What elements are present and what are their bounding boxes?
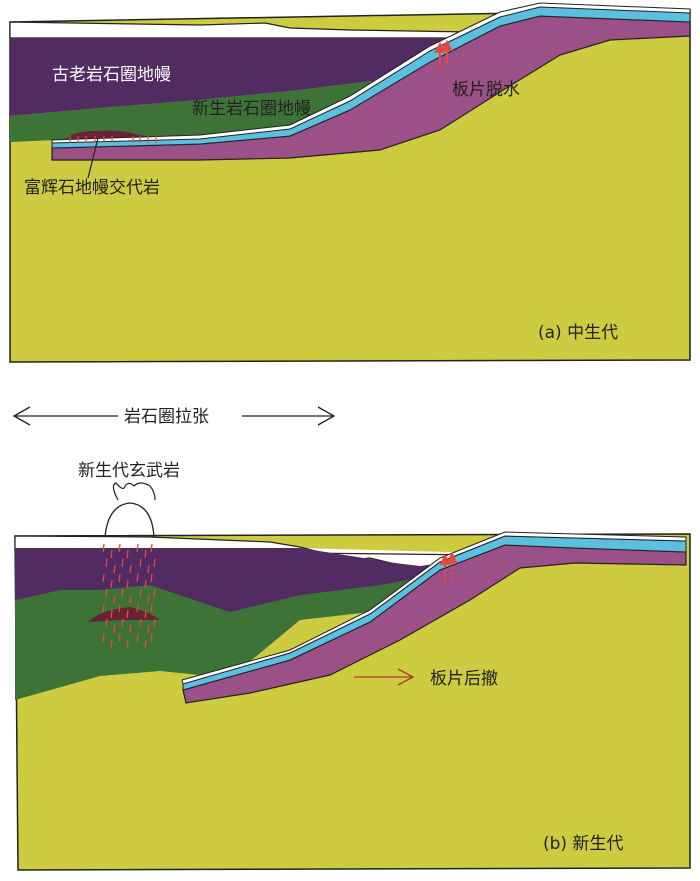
- new-lithosphere-a: [10, 40, 478, 142]
- melt-dash: [102, 603, 105, 613]
- melt-dash: [121, 558, 124, 568]
- melt-dash: [136, 543, 139, 553]
- melt-dash: [153, 588, 156, 598]
- melt-dash: [110, 579, 113, 589]
- melt-dash: [136, 633, 139, 643]
- metasomatite-label: 富辉石地幔交代岩: [24, 178, 160, 198]
- new-lithosphere-b-fix: [15, 555, 490, 652]
- old-mantle-label: 古老岩石圈地幔: [52, 65, 171, 85]
- melt-dash: [153, 558, 156, 568]
- melt-dash: [126, 579, 129, 589]
- slab-sediment-a: [51, 2, 691, 144]
- basalt-label: 新生代玄武岩: [78, 461, 180, 481]
- volcano-dome: [104, 502, 155, 538]
- slab-sediment-b: [181, 531, 687, 685]
- new-mantle-label: 新生岩石圈地幔: [192, 99, 311, 119]
- melt-dash: [129, 594, 132, 604]
- melt-dash: [139, 618, 142, 628]
- melt-dash: [150, 603, 153, 613]
- melt-dash: [126, 549, 129, 559]
- eruption-cloud: [112, 482, 156, 501]
- melt-dash: [121, 618, 124, 628]
- melt-dash: [110, 549, 113, 559]
- old-lithosphere-b-fix: [15, 548, 485, 612]
- extension-arrow: [12, 406, 336, 426]
- melt-dashes-b: [102, 543, 156, 649]
- melt-dash: [102, 573, 105, 583]
- melt-dash: [105, 588, 108, 598]
- melt-dash: [102, 543, 105, 553]
- melt-dash: [150, 573, 153, 583]
- old-lithosphere-a: [10, 38, 480, 116]
- melt-dash: [144, 609, 147, 619]
- melt-dash: [144, 579, 147, 589]
- caption-b: (b) 新生代: [543, 834, 623, 854]
- caption-a: (a) 中生代: [538, 323, 618, 343]
- metasomatite-b: [88, 607, 160, 622]
- melt-dash: [129, 624, 132, 634]
- melt-dash: [153, 618, 156, 628]
- dehydration-arrows: [434, 39, 453, 68]
- melt-dash: [118, 633, 121, 643]
- melt-dash: [136, 603, 139, 613]
- panel-a: 古老岩石圈地幔 新生岩石圈地幔 板片脱水 富辉石地幔交代岩 (a) 中生代: [9, 2, 691, 363]
- melt-dash: [118, 603, 121, 613]
- dehydration-arrows-b: [439, 551, 458, 582]
- rollback-label: 板片后撤: [430, 669, 498, 689]
- melt-dash: [121, 588, 124, 598]
- melt-dash: [144, 549, 147, 559]
- melt-dash: [118, 543, 121, 553]
- melt-dash: [144, 639, 147, 649]
- melt-dash: [105, 618, 108, 628]
- melt-dash: [150, 633, 153, 643]
- melt-dash: [136, 573, 139, 583]
- melt-dash: [113, 564, 116, 574]
- melt-dash: [150, 543, 153, 553]
- metasomatite-leader-line: [87, 137, 99, 179]
- melt-dash: [139, 558, 142, 568]
- panel-b: 新生代玄武岩 板片后撤 (b) 新生代: [14, 461, 691, 871]
- melt-dash: [113, 594, 116, 604]
- melt-dash: [110, 609, 113, 619]
- melt-dash: [105, 558, 108, 568]
- melt-dash: [126, 639, 129, 649]
- melt-dash: [147, 624, 150, 634]
- dehydration-label: 板片脱水: [452, 80, 520, 100]
- melt-dashes-a: [69, 136, 157, 143]
- melt-dash: [110, 639, 113, 649]
- melt-dash: [102, 633, 105, 643]
- melt-dash: [129, 564, 132, 574]
- melt-dash: [118, 573, 121, 583]
- melt-dash: [126, 609, 129, 619]
- melt-dash: [113, 624, 116, 634]
- melt-dash: [147, 564, 150, 574]
- melt-dash: [139, 588, 142, 598]
- rollback-arrow: [354, 668, 415, 686]
- melt-dash: [147, 594, 150, 604]
- extension-label: 岩石圈拉张: [124, 407, 209, 427]
